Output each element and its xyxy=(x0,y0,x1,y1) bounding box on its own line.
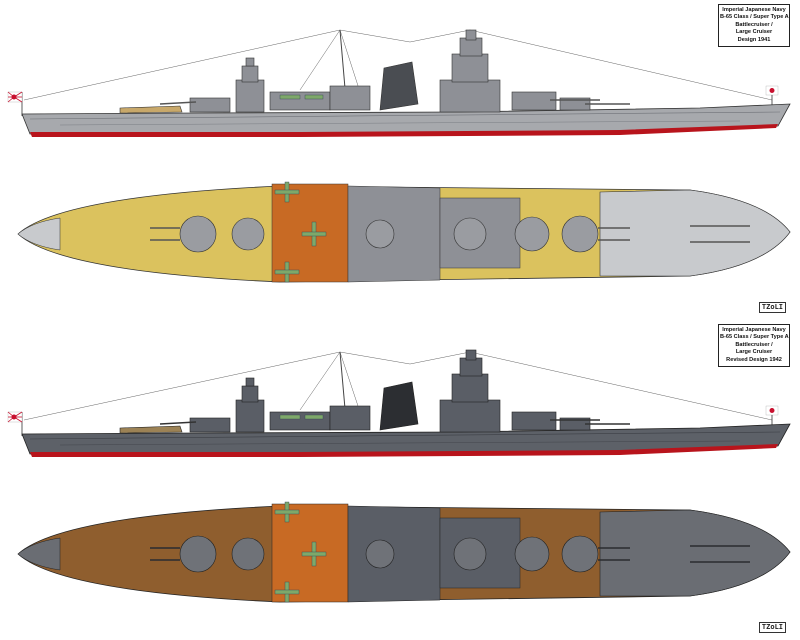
rising-sun-flag-icon xyxy=(7,411,23,436)
plate-design-1941: Imperial Japanese Navy B-65 Class / Supe… xyxy=(7,4,791,313)
title-line: Large Cruiser xyxy=(735,349,773,356)
title-line: B-65 Class / Super Type A xyxy=(720,14,789,21)
ship-drawing-1942 xyxy=(7,349,791,603)
floatplanes-deck xyxy=(274,181,327,283)
deck-plan xyxy=(17,181,791,283)
title-line: Revised Design 1942 xyxy=(726,356,782,363)
title-line: Large Cruiser xyxy=(735,29,773,36)
hull-profile xyxy=(21,423,791,457)
deck-plan xyxy=(17,501,791,603)
gun-barrels xyxy=(159,419,630,425)
floatplanes-profile xyxy=(279,414,324,420)
ship-drawing-1941 xyxy=(7,29,791,283)
superstructure-profile xyxy=(119,349,591,434)
hinomaru-flag-icon xyxy=(765,85,779,110)
title-line: Imperial Japanese Navy xyxy=(722,327,786,333)
title-box-1941: Imperial Japanese Navy B-65 Class / Supe… xyxy=(718,4,790,48)
title-line: Imperial Japanese Navy xyxy=(722,7,786,13)
floatplanes-deck xyxy=(274,501,327,603)
hull-profile xyxy=(21,103,791,137)
rising-sun-flag-icon xyxy=(7,91,23,116)
artist-signature: TZoLI xyxy=(758,302,786,313)
plate-revised-design-1942: Imperial Japanese Navy B-65 Class / Supe… xyxy=(0,320,800,640)
artist-signature: TZoLI xyxy=(758,622,786,633)
gun-barrels xyxy=(159,99,630,105)
title-line: Design 1941 xyxy=(737,36,771,43)
superstructure-profile xyxy=(119,29,591,114)
rigging-lines xyxy=(23,351,773,421)
title-line: B-65 Class / Super Type A xyxy=(720,334,789,341)
title-box-1942: Imperial Japanese Navy B-65 Class / Supe… xyxy=(718,324,790,368)
rigging-lines xyxy=(23,29,773,101)
title-line: Battlecruiser / xyxy=(735,341,773,348)
title-line: Battlecruiser / xyxy=(735,21,773,28)
floatplanes-profile xyxy=(279,94,324,100)
